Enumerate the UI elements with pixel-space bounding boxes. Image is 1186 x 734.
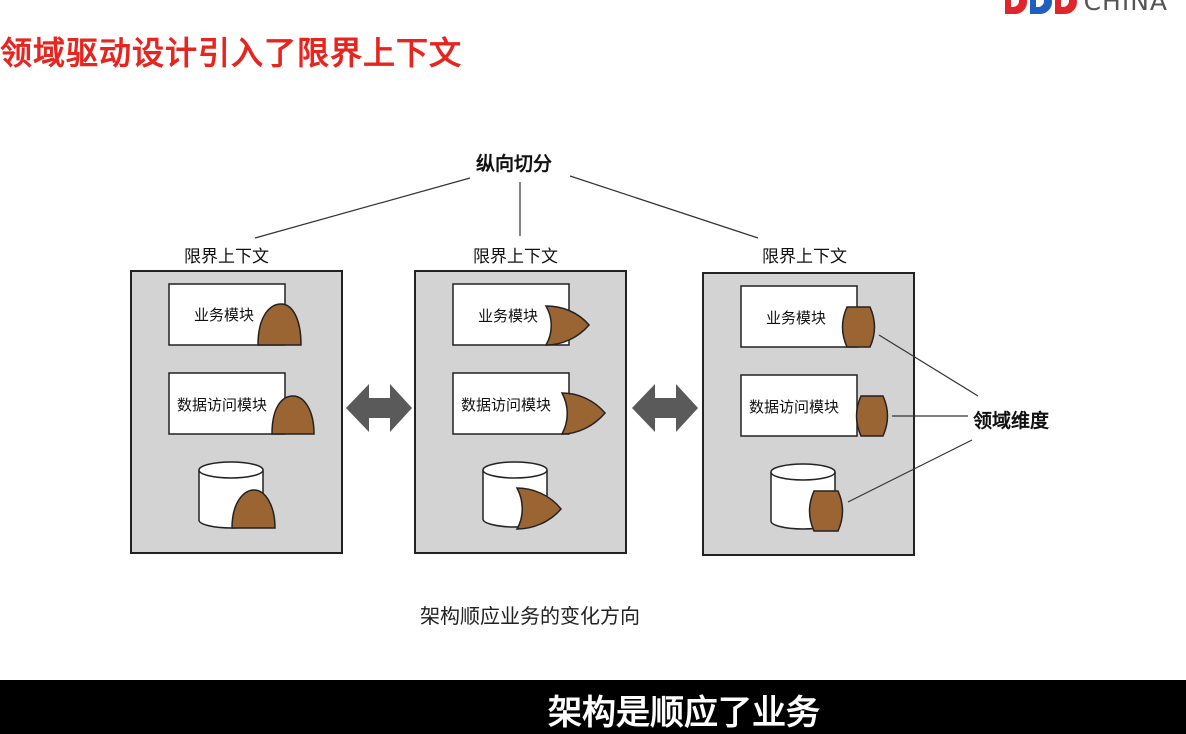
pointer-line-db [847, 439, 973, 503]
logo-letter-d2 [1029, 0, 1052, 14]
diagram-caption: 架构顺应业务的变化方向 [420, 604, 640, 628]
video-subtitle: 架构是顺应了业务 [548, 693, 820, 733]
context-label-3: 限界上下文 [762, 247, 847, 267]
module-label-2-business: 业务模块 [478, 307, 539, 325]
database-top-1 [198, 461, 264, 479]
database-top-2 [482, 461, 548, 479]
double-arrow-left [346, 384, 412, 432]
domain-shape-1-business [257, 303, 302, 346]
pointer-line-business [878, 334, 979, 397]
domain-shape-2-data [560, 392, 606, 435]
connector-line-left [254, 177, 471, 239]
module-label-1-data: 数据访问模块 [177, 396, 268, 414]
domain-shape-3-business [841, 306, 876, 348]
module-box-1-data [168, 372, 286, 435]
context-label-2: 限界上下文 [473, 247, 558, 267]
logo-letter-d1 [1004, 0, 1027, 14]
top-label-vertical-split: 纵向切分 [476, 153, 553, 175]
connector-line-right [569, 175, 759, 239]
domain-shape-2-db [515, 487, 562, 530]
module-label-3-business: 业务模块 [766, 309, 827, 327]
dddchina-logo: CHINA [1004, 0, 1168, 16]
domain-shape-3-data [855, 395, 889, 437]
context-label-1: 限界上下文 [184, 247, 269, 267]
domain-shape-3-db [808, 490, 844, 532]
module-box-3-data [740, 374, 858, 437]
subtitle-bar [0, 680, 1186, 734]
logo-mark [1004, 0, 1080, 14]
logo-text: CHINA [1083, 0, 1168, 16]
module-box-3-business [740, 285, 858, 348]
domain-shape-1-data [271, 395, 315, 435]
module-label-1-business: 业务模块 [194, 306, 255, 324]
module-box-2-data [452, 372, 570, 435]
domain-dimension-label: 领域维度 [973, 410, 1050, 432]
double-arrow-right [632, 384, 698, 432]
logo-letter-d3 [1054, 0, 1077, 14]
domain-shape-2-business [544, 305, 590, 346]
module-label-3-data: 数据访问模块 [749, 398, 840, 416]
module-label-2-data: 数据访问模块 [461, 396, 552, 414]
domain-shape-1-db [231, 489, 276, 529]
database-top-3 [770, 463, 836, 481]
page-title: 领域驱动设计引入了限界上下文 [0, 34, 463, 72]
